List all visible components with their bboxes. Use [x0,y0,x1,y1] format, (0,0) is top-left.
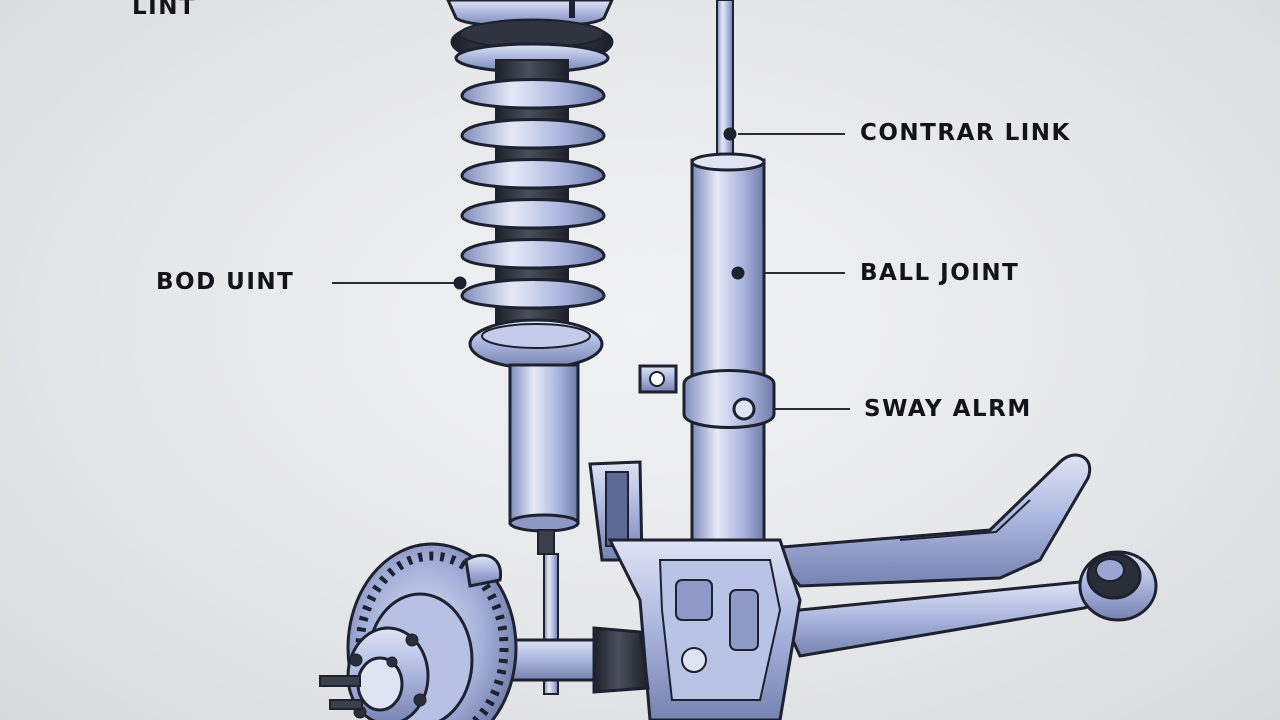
label-ball-joint-right: BALL JOINT [860,260,1020,286]
shock-lower-tube [508,363,580,525]
ball-joint-left-marker [453,276,467,290]
strut-assembly [638,0,776,592]
shock-piston-rod [537,529,555,555]
strut-bracket [588,460,644,562]
caliper [464,553,503,588]
brake-rotor [319,542,518,720]
lower-control-arm [767,453,1158,658]
wheel-studs [319,675,363,710]
coil-spring [460,78,606,310]
ball-joint-right-marker [731,266,745,280]
label-ball-joint-left: BOD UINT [156,269,295,295]
control-arm-bushing [1078,550,1158,622]
control-link-marker [723,127,737,141]
steering-knuckle [607,538,802,720]
label-sway-arm: SWAY ALRM [864,396,1032,422]
label-top-left: LINT [132,0,197,20]
label-control-link: CONTRAR LINK [860,120,1071,146]
wheel-hub [346,626,430,720]
strut-clamp [682,369,776,429]
coil-spring-assembly [453,59,606,695]
